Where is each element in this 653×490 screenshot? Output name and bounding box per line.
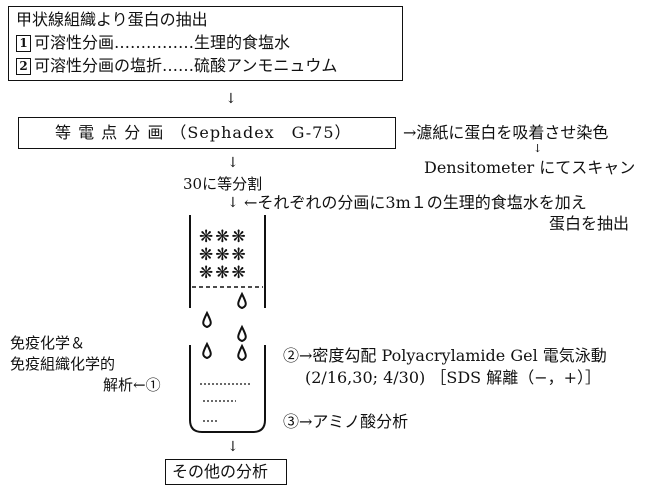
cross-row-2: ❋❋❋ bbox=[199, 246, 248, 264]
lower-tube-outline bbox=[189, 345, 266, 433]
cross-icon: ❋ bbox=[199, 263, 216, 283]
split-note-line-2: 蛋白を抽出 bbox=[549, 214, 630, 233]
amino-acid-analysis: ③→アミノ酸分析 bbox=[283, 412, 409, 431]
down-arrow-1: ↓ bbox=[225, 91, 237, 107]
fractionation-box bbox=[18, 117, 396, 149]
cross-icon: ❋ bbox=[199, 227, 216, 247]
electrophoresis-line-2: (2/16,30; 4/30) ［SDS 解離（−，+）］ bbox=[305, 368, 602, 387]
down-arrow-densitometer: ↓ bbox=[533, 142, 543, 155]
immuno-line-3: 解析←① bbox=[103, 376, 161, 394]
cross-icon: ❋ bbox=[231, 263, 248, 283]
other-analysis-label: その他の分析 bbox=[172, 462, 269, 481]
title-line-3-text: 可溶性分画の塩折……硫酸アンモニュウム bbox=[34, 56, 338, 75]
split-label: 30に等分割 bbox=[183, 175, 263, 193]
title-line-2-text: 可溶性分画……………生理的食塩水 bbox=[34, 33, 291, 52]
immuno-line-2: 免疫組織化学的 bbox=[10, 355, 116, 373]
drop-icon bbox=[237, 324, 247, 343]
cross-icon: ❋ bbox=[215, 263, 232, 283]
down-arrow-2: ↓ bbox=[227, 155, 239, 171]
cross-icon: ❋ bbox=[199, 245, 216, 265]
down-arrow-3: ↓ bbox=[227, 195, 239, 211]
cross-row-3: ❋❋❋ bbox=[199, 264, 248, 282]
title-box bbox=[8, 6, 403, 81]
cross-icon: ❋ bbox=[215, 245, 232, 265]
drop-icon bbox=[237, 343, 247, 362]
number-box-2: 2 bbox=[16, 58, 31, 75]
densitometer-note: Densitometer にてスキャン bbox=[424, 158, 636, 177]
sample-crosses: ❋❋❋ ❋❋❋ ❋❋❋ bbox=[199, 228, 248, 282]
number-box-1: 1 bbox=[16, 35, 31, 52]
cross-icon: ❋ bbox=[231, 227, 248, 247]
cross-icon: ❋ bbox=[231, 245, 248, 265]
fractionation-label: 等 電 点 分 画 （Sephadex G-75） bbox=[55, 123, 352, 142]
title-line-1: 甲状線組織より蛋白の抽出 bbox=[16, 10, 208, 29]
drop-icon bbox=[202, 341, 212, 360]
cross-icon: ❋ bbox=[215, 227, 232, 247]
drop-icon bbox=[202, 310, 212, 329]
drop-icon bbox=[237, 291, 247, 310]
other-analysis-box bbox=[165, 459, 287, 485]
cross-row-1: ❋❋❋ bbox=[199, 228, 248, 246]
electrophoresis-line-1: ②→密度勾配 Polyacrylamide Gel 電気泳動 bbox=[283, 346, 607, 365]
immuno-line-1: 免疫化学＆ bbox=[10, 334, 86, 352]
down-arrow-4: ↓ bbox=[227, 439, 239, 455]
split-note-line-1: ←それぞれの分画に3m１の生理的食塩水を加え bbox=[244, 193, 587, 212]
stain-note: →濾紙に蛋白を吸着させ染色 bbox=[403, 123, 609, 142]
